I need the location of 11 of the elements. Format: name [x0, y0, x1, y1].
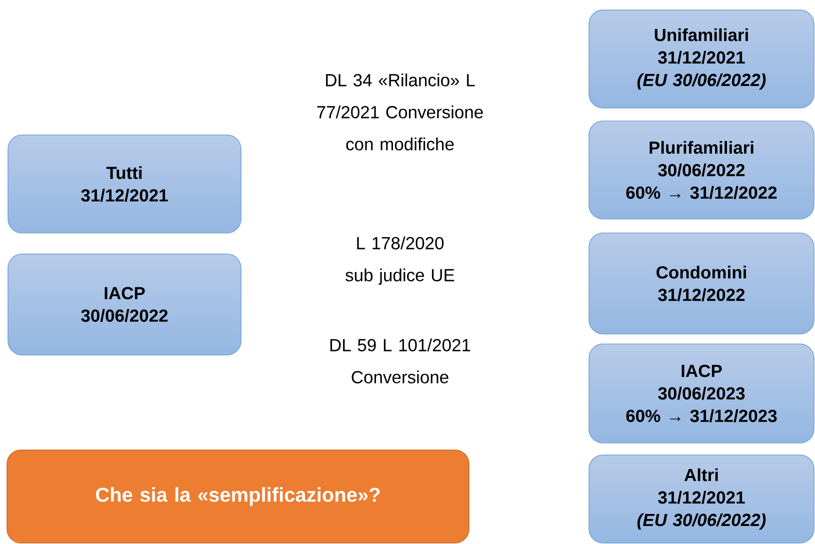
law-reference-text: DL 34 «Rilancio» L 77/2021 Conversione con modifiche	[317, 74, 483, 150]
date-box: Plurifamiliari 30/06/2022 60% → 31/12/2022	[588, 120, 814, 220]
date-box: Condomini 31/12/2022	[588, 232, 814, 334]
law-reference-text: L 178/2020 sub judice UE	[346, 236, 454, 285]
question-box: Che sia la «semplificazione»?	[6, 450, 470, 544]
date-box: Altri 31/12/2021 (EU 30/06/2022)	[588, 454, 814, 544]
date-box: Unifamiliari 31/12/2021 (EU 30/06/2022)	[588, 10, 814, 108]
date-box: Tutti 31/12/2021	[8, 134, 242, 234]
date-box: IACP 30/06/2023 60% → 31/12/2023	[588, 344, 814, 444]
law-reference-text: DL 59 L 101/2021 Conversione	[330, 338, 470, 384]
date-box: IACP 30/06/2022	[8, 254, 242, 356]
